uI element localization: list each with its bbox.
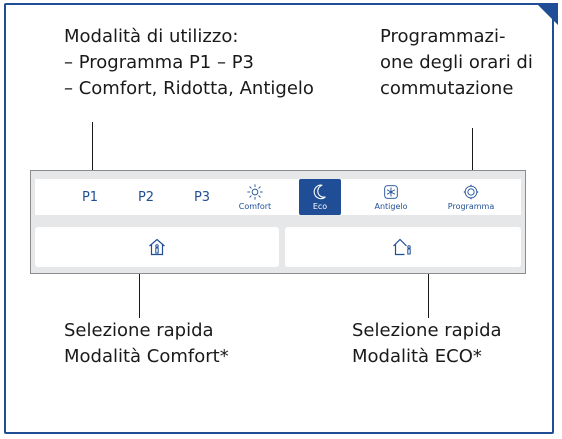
comfort-annotation: Selezione rapida Modalità Comfort* xyxy=(64,318,229,370)
leader-line-modes xyxy=(92,122,93,184)
moon-icon xyxy=(313,184,326,200)
mode-eco-label: Eco xyxy=(312,202,328,211)
programma-label: Programma xyxy=(447,202,495,211)
mode-antigelo-label: Antigelo xyxy=(374,202,408,211)
eco-line-1: Selezione rapida xyxy=(352,320,502,341)
modes-line-2: – Comfort, Ridotta, Antigelo xyxy=(64,78,314,99)
quick-comfort-button[interactable] xyxy=(35,227,279,267)
mode-comfort-button[interactable]: Comfort xyxy=(235,179,275,215)
mode-p3-label: P3 xyxy=(193,189,211,205)
programming-annotation: Programmazi- one degli orari di commutaz… xyxy=(380,24,533,102)
house-person-outside-icon xyxy=(393,238,411,256)
leader-line-programming xyxy=(472,128,473,184)
mode-antigelo-button[interactable]: Antigelo xyxy=(369,179,413,215)
comfort-line-1: Selezione rapida xyxy=(64,320,214,341)
prog-line-1: Programmazi- xyxy=(380,26,506,47)
figure-frame xyxy=(4,3,554,434)
modes-title: Modalità di utilizzo: xyxy=(64,26,239,47)
mode-toolbar: P1 P2 P3 Comfort Eco xyxy=(35,179,521,215)
sun-icon xyxy=(247,184,263,200)
corner-mark xyxy=(536,3,558,25)
modes-line-1: – Programma P1 – P3 xyxy=(64,52,255,73)
gear-icon xyxy=(463,184,479,200)
prog-line-3: commutazione xyxy=(380,78,514,99)
mode-p2-label: P2 xyxy=(137,189,155,205)
eco-annotation: Selezione rapida Modalità ECO* xyxy=(352,318,502,370)
comfort-line-2: Modalità Comfort* xyxy=(64,346,229,367)
mode-p2-button[interactable]: P2 xyxy=(131,179,161,215)
mode-p1-label: P1 xyxy=(81,189,99,205)
house-person-icon xyxy=(149,238,165,256)
thermostat-panel: P1 P2 P3 Comfort Eco xyxy=(30,170,526,274)
leader-line-comfort xyxy=(139,262,140,318)
mode-eco-button[interactable]: Eco xyxy=(299,179,341,215)
eco-line-2: Modalità ECO* xyxy=(352,346,482,367)
snowflake-icon xyxy=(384,185,398,199)
mode-comfort-label: Comfort xyxy=(238,202,272,211)
mode-p3-button[interactable]: P3 xyxy=(187,179,217,215)
leader-line-eco xyxy=(428,262,429,318)
quick-eco-button[interactable] xyxy=(285,227,521,267)
programma-button[interactable]: Programma xyxy=(443,179,499,215)
mode-p1-button[interactable]: P1 xyxy=(75,179,105,215)
prog-line-2: one degli orari di xyxy=(380,52,533,73)
modes-annotation: Modalità di utilizzo: – Programma P1 – P… xyxy=(64,24,314,102)
